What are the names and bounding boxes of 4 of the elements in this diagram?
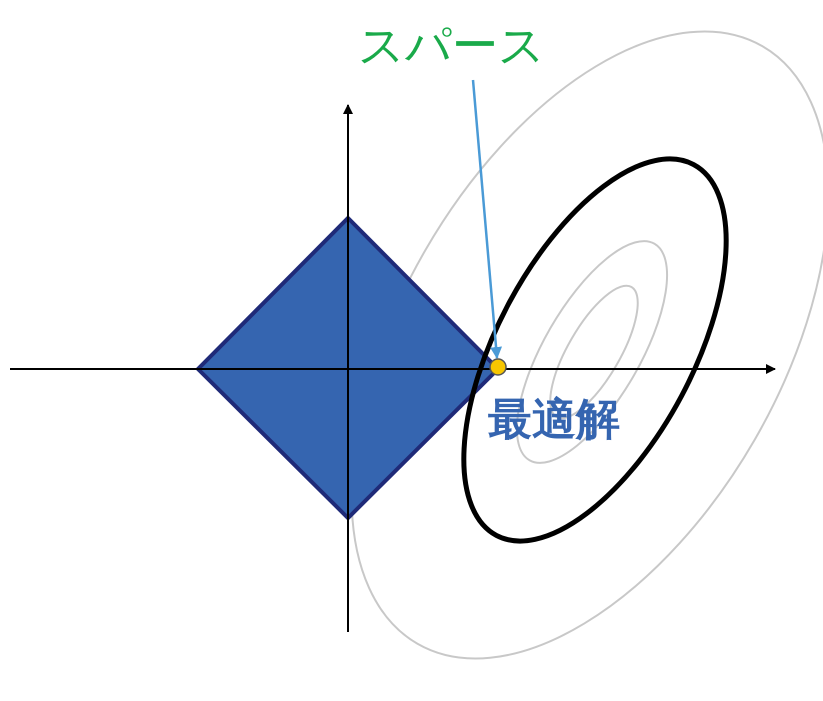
optimum-point xyxy=(489,358,507,376)
leader-arrow xyxy=(472,80,502,359)
callout-label: スパース xyxy=(358,22,545,68)
point-label: 最適解 xyxy=(488,398,620,442)
